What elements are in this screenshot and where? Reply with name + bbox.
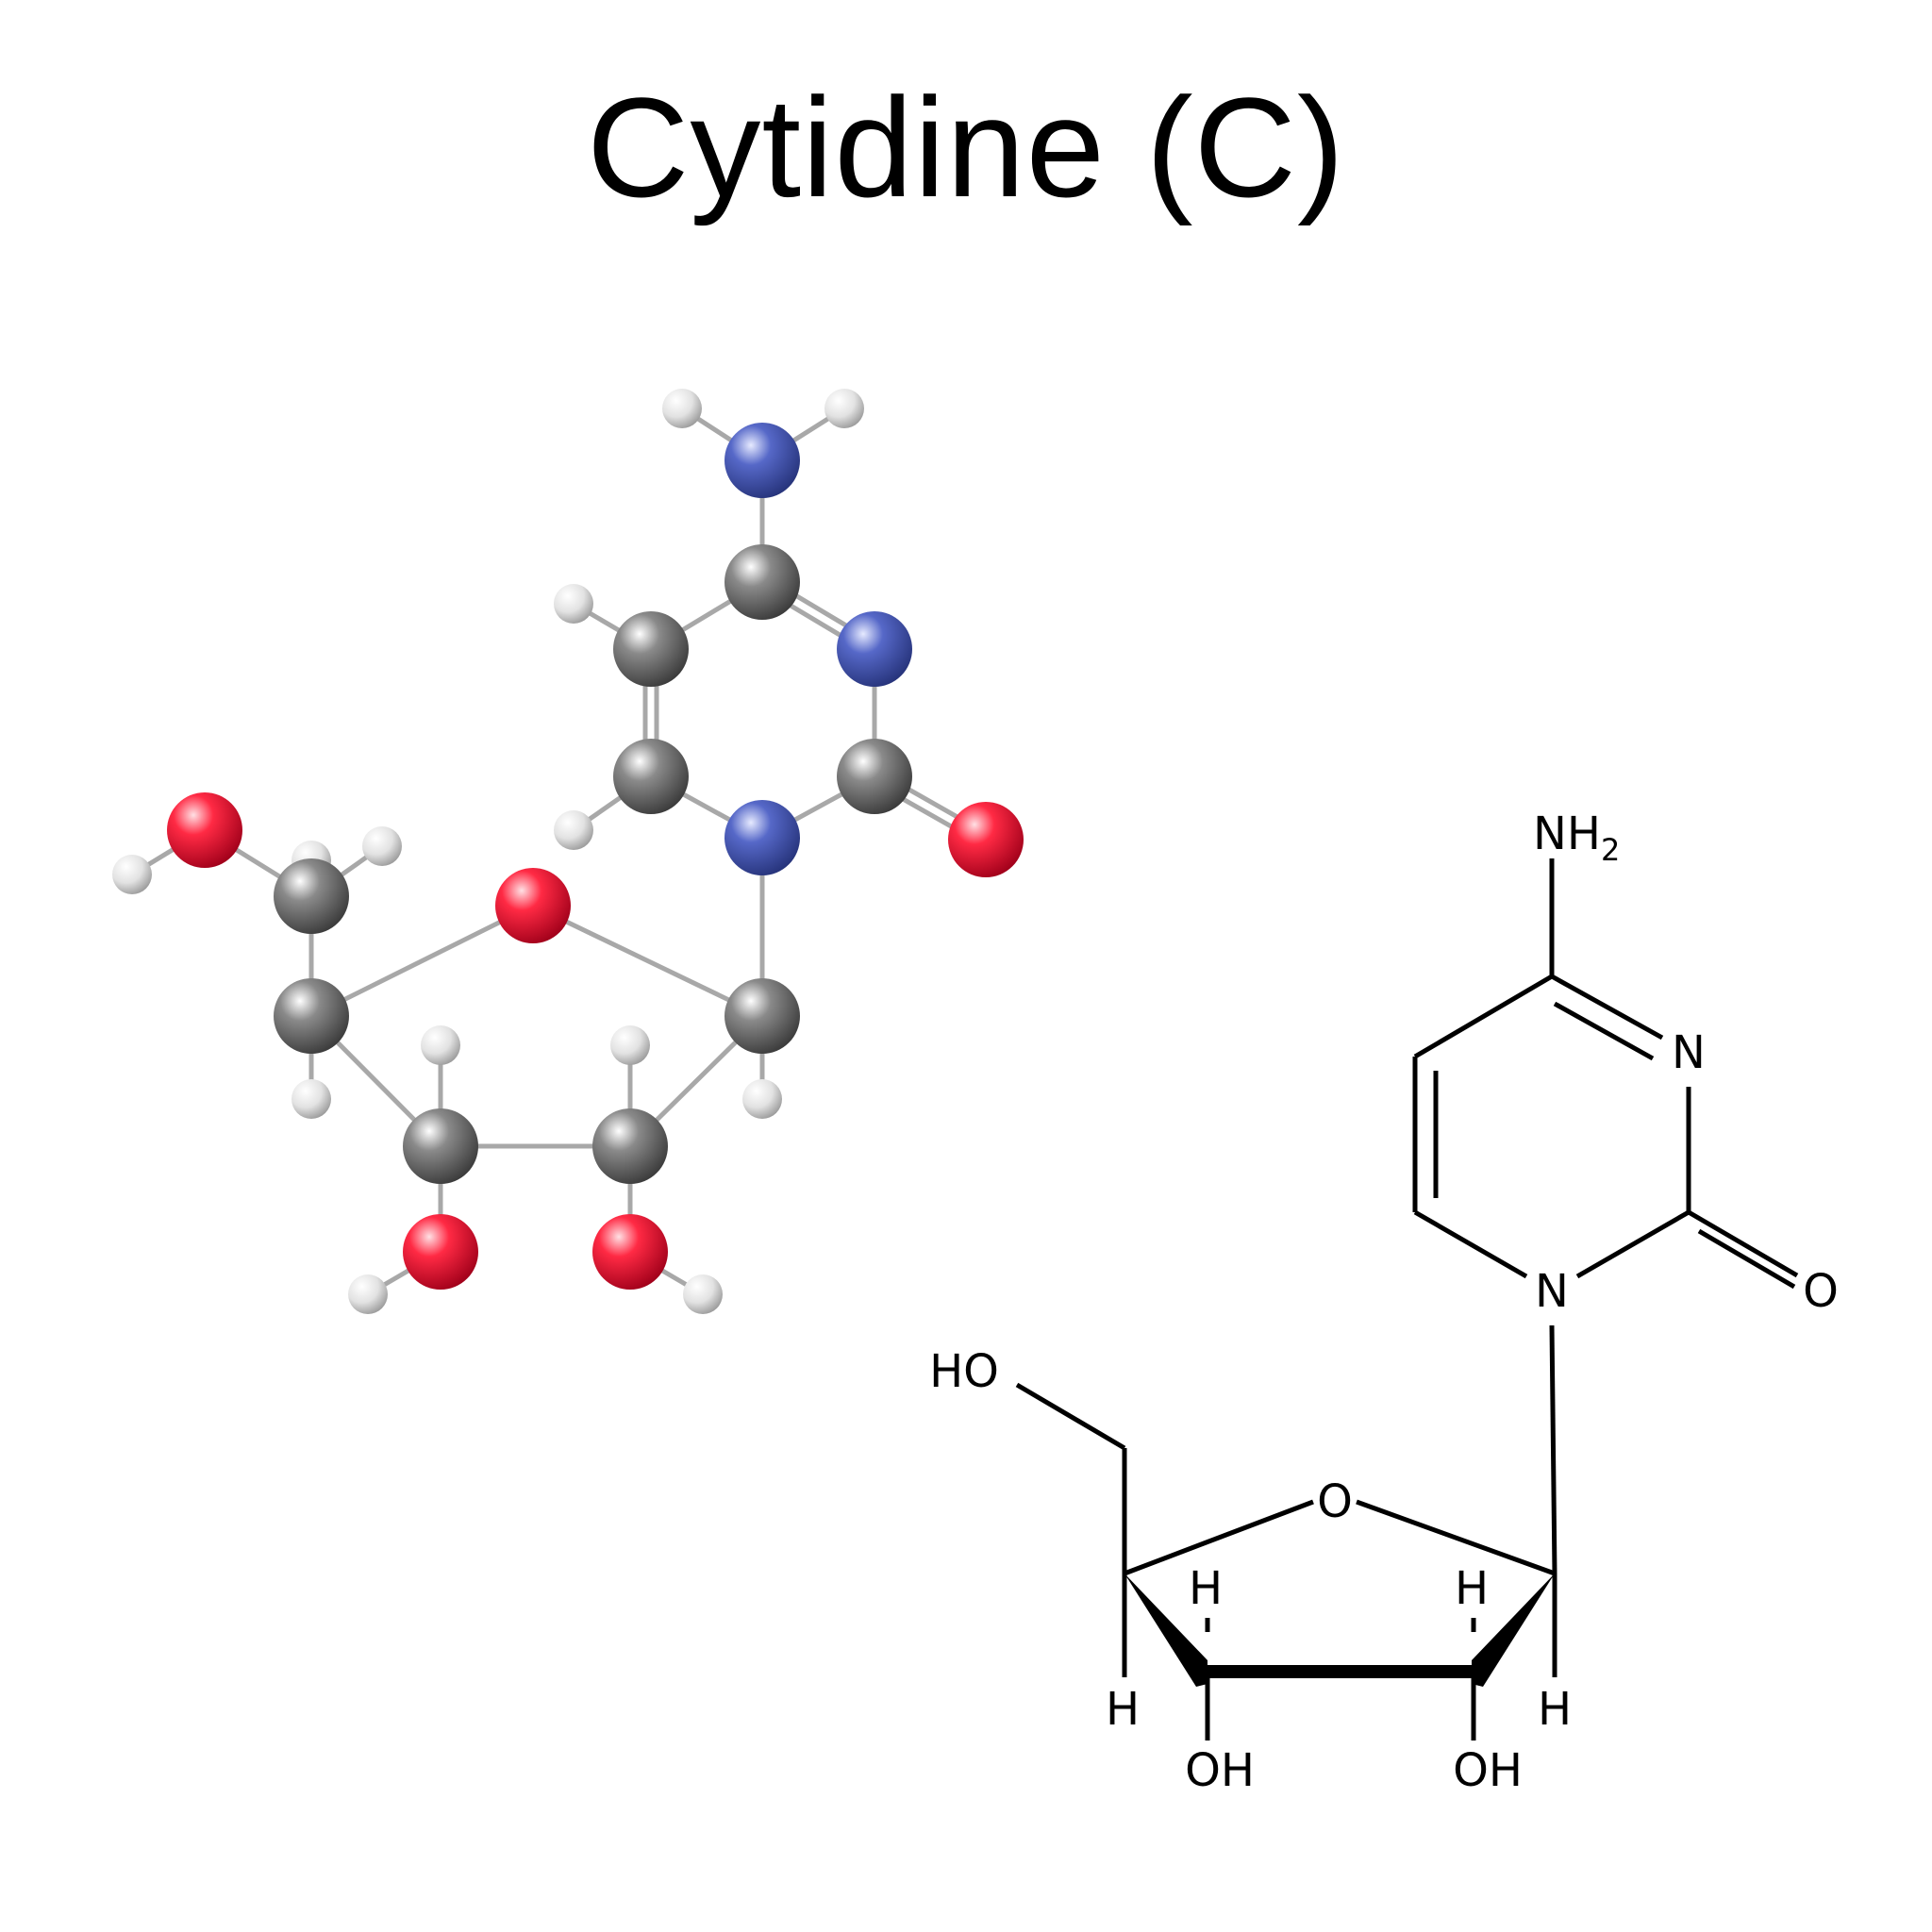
carbon-atom-c1p [724,978,800,1054]
label-h-c2: H [1455,1562,1489,1615]
bond-c2-o-double [1697,1228,1796,1290]
hydrogen-atom-h4p [291,1079,331,1119]
label-ring-o: O [1317,1475,1353,1528]
bond-n1-c1prime [1549,1324,1557,1574]
model-atoms [112,389,1024,1314]
bond-n3-c4 [1550,974,1664,1041]
label-carbonyl-o: O [1803,1265,1839,1318]
carbon-atom-c4 [724,544,800,620]
hydrogen-atom-h4a [662,389,702,428]
model-bond-C1p-O4p [530,903,765,1019]
model-bond-O4p-C4p [308,903,536,1019]
bond-o-c4 [1124,1499,1314,1576]
wedge-c4-c3 [1124,1574,1208,1687]
carbon-atom-c4p [274,978,349,1054]
carbon-atom-c6 [613,739,689,814]
hydrogen-atom-h5b [362,826,402,866]
hydrogen-atom-h5o [112,855,152,894]
hydrogen-atom-h2o [683,1274,723,1314]
bond-c1-o [1356,1499,1556,1576]
bond-n3-c4-double [1553,1001,1655,1061]
carbon-atom-c2 [837,739,912,814]
carbon-atom-c5 [613,611,689,687]
carbon-atom-c5p [274,858,349,934]
oxygen-atom-o5 [167,792,242,868]
oxygen-atom-o2p [592,1214,668,1290]
label-hydroxymethyl: HO [929,1345,999,1398]
model-bonds [129,406,991,1297]
bond-c2-o [1687,1209,1799,1278]
label-h-c3: H [1189,1562,1223,1615]
hydrogen-atom-h3o [348,1274,388,1314]
bond-c6-n1 [1413,1209,1528,1279]
structural-formula [1015,858,1799,1740]
label-oh-right: OH [1453,1744,1523,1797]
hydrogen-atom-h6 [554,810,593,850]
carbon-atom-c3p [403,1108,478,1184]
oxygen-atom-o2 [948,802,1024,877]
label-h-c4: H [1106,1683,1140,1736]
oxygen-atom-o4p [495,868,571,943]
ball-and-stick-model [112,389,1024,1314]
bond-c4-c5 [1413,974,1554,1059]
hydrogen-atom-h1p [742,1079,782,1119]
label-ring-n1: N [1535,1265,1569,1318]
wedge-c1-c2 [1472,1574,1555,1687]
hydrogen-atom-h5 [554,584,593,624]
label-oh-left: OH [1185,1744,1255,1797]
label-amine: NH2 [1533,808,1620,868]
hydrogen-atom-h4b [824,389,864,428]
label-ring-n3: N [1672,1026,1706,1079]
bond-n1-c2 [1575,1209,1690,1279]
label-h-c1: H [1538,1683,1572,1736]
nitrogen-atom-n4 [724,423,800,498]
hydrogen-atom-h2p [610,1025,650,1065]
bond-c5prime-o [1015,1382,1126,1451]
hydrogen-atom-h3p [421,1025,460,1065]
oxygen-atom-o3p [403,1214,478,1290]
structural-labels: NH2 N N O O HO OH OH H H H H [929,808,1839,1797]
nitrogen-atom-n3 [837,611,912,687]
page-title: Cytidine (C) [587,68,1345,226]
nitrogen-atom-n1 [724,800,800,875]
carbon-atom-c2p [592,1108,668,1184]
